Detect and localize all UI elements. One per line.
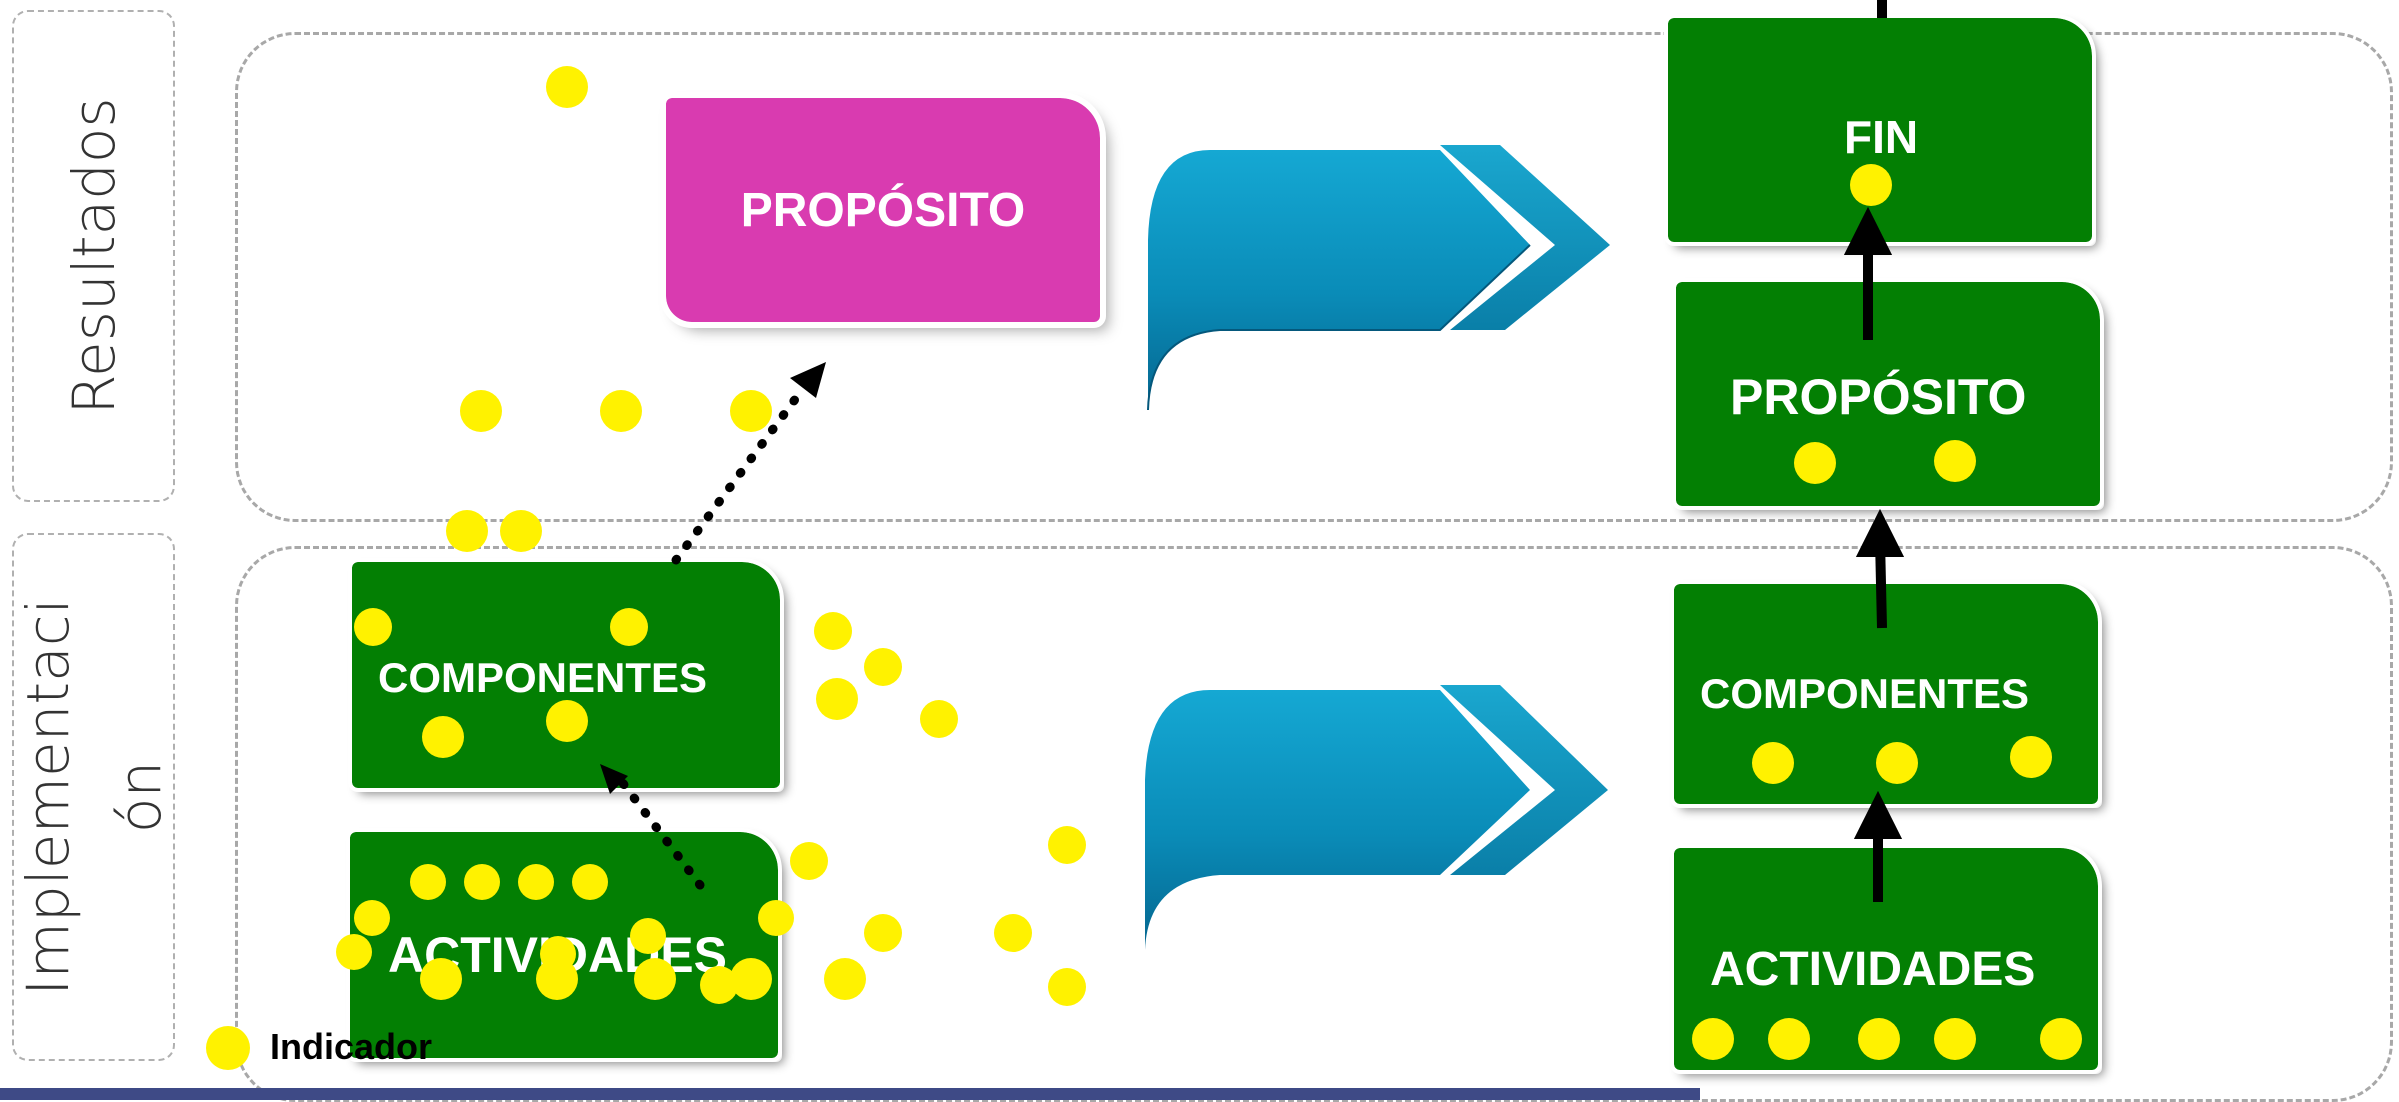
dotted-arrow-icon bbox=[600, 362, 826, 890]
indicator-dot-icon bbox=[572, 864, 608, 900]
indicator-dot-icon bbox=[920, 700, 958, 738]
indicator-dot-icon bbox=[1934, 1018, 1976, 1060]
indicator-dot-icon bbox=[630, 918, 666, 954]
indicator-dot-icon bbox=[446, 510, 488, 552]
indicator-dot-icon bbox=[500, 510, 542, 552]
indicator-dot-icon bbox=[864, 914, 902, 952]
indicator-dot-icon bbox=[546, 700, 588, 742]
chevron-arrow-icon bbox=[1145, 685, 1608, 950]
indicator-dot-icon bbox=[422, 716, 464, 758]
right-fin-box: FIN bbox=[1664, 14, 2096, 246]
left-proposito-box: PROPÓSITO bbox=[660, 92, 1106, 328]
indicator-dot-icon bbox=[1752, 742, 1794, 784]
indicator-dot-icon bbox=[730, 958, 772, 1000]
indicator-dot-icon bbox=[864, 648, 902, 686]
left-proposito-label: PROPÓSITO bbox=[740, 183, 1026, 237]
indicator-dot-icon bbox=[1048, 826, 1086, 864]
resultados-label-box: Resultados bbox=[12, 10, 175, 502]
indicator-dot-icon bbox=[634, 958, 676, 1000]
indicator-dot-icon bbox=[600, 390, 642, 432]
legend-label: Indicador bbox=[270, 1026, 433, 1067]
left-componentes-label: COMPONENTES bbox=[378, 654, 708, 701]
indicator-dot-icon bbox=[2010, 736, 2052, 778]
right-componentes-label: COMPONENTES bbox=[1700, 670, 2030, 717]
indicator-dot-icon bbox=[354, 608, 392, 646]
indicator-dot-icon bbox=[994, 914, 1032, 952]
indicator-dot-icon bbox=[1858, 1018, 1900, 1060]
indicator-dot-icon bbox=[464, 864, 500, 900]
right-proposito-label: PROPÓSITO bbox=[1730, 369, 2027, 425]
indicator-dot-icon bbox=[1768, 1018, 1810, 1060]
indicator-dot-icon bbox=[460, 390, 502, 432]
indicator-dot-icon bbox=[420, 958, 462, 1000]
legend-dot-icon bbox=[206, 1026, 250, 1070]
indicator-dot-icon bbox=[1048, 968, 1086, 1006]
up-arrow-icon bbox=[1843, 0, 1905, 902]
indicator-dot-icon bbox=[354, 900, 390, 936]
indicator-dot-icon bbox=[1876, 742, 1918, 784]
indicator-dot-icon bbox=[518, 864, 554, 900]
left-componentes-box: COMPONENTES bbox=[348, 558, 784, 792]
resultados-section bbox=[235, 32, 2393, 522]
indicator-dot-icon bbox=[816, 678, 858, 720]
indicator-dot-icon bbox=[1934, 440, 1976, 482]
indicator-dot-icon bbox=[536, 958, 578, 1000]
footer-bar bbox=[0, 1088, 1700, 1100]
indicator-dot-icon bbox=[790, 842, 828, 880]
indicator-dot-icon bbox=[814, 612, 852, 650]
right-proposito-box: PROPÓSITO bbox=[1672, 278, 2104, 510]
right-fin-label: FIN bbox=[1844, 111, 1919, 163]
indicator-dot-icon bbox=[610, 608, 648, 646]
indicator-dot-icon bbox=[410, 864, 446, 900]
indicator-dot-icon bbox=[758, 900, 794, 936]
indicator-dot-icon bbox=[2040, 1018, 2082, 1060]
indicator-dot-icon bbox=[1692, 1018, 1734, 1060]
indicator-dot-icon bbox=[546, 66, 588, 108]
indicator-dot-icon bbox=[730, 390, 772, 432]
indicator-dot-icon bbox=[1794, 442, 1836, 484]
indicator-dot-icon bbox=[1850, 164, 1892, 206]
indicator-dot-icon bbox=[824, 958, 866, 1000]
indicator-dot-icon bbox=[336, 934, 372, 970]
right-actividades-label: ACTIVIDADES bbox=[1710, 943, 2036, 996]
chevron-arrow-icon bbox=[1147, 145, 1610, 411]
